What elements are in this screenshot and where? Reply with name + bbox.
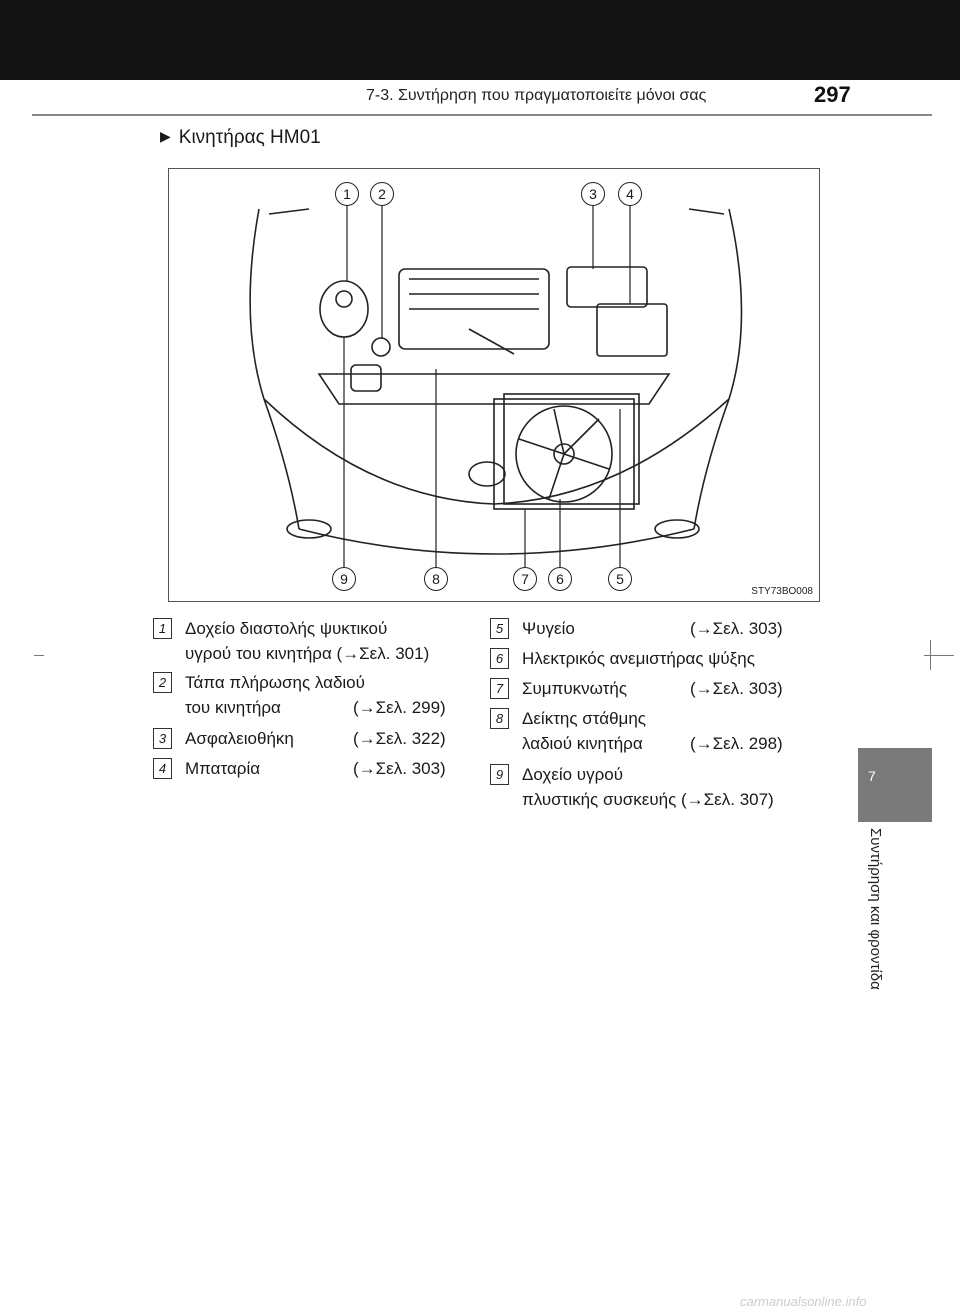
legend-number: 4 xyxy=(153,758,172,779)
legend-number: 7 xyxy=(490,678,509,699)
page-number: 297 xyxy=(814,82,851,107)
callout-9: 9 xyxy=(332,567,356,591)
legend-text-line1: Τάπα πλήρωσης λαδιού xyxy=(185,673,365,692)
legend-text-line1: Μπαταρία xyxy=(185,759,261,778)
chapter-title-vertical: Συντήρηση και φροντίδα xyxy=(867,828,884,990)
callout-4: 4 xyxy=(618,182,642,206)
callout-6: 6 xyxy=(548,567,572,591)
section-title: 7-3. Συντήρηση που πραγματοποιείτε μόνοι… xyxy=(366,87,707,104)
legend-number: 6 xyxy=(490,648,509,669)
legend-page-ref: (→Σελ. 298) xyxy=(690,734,783,753)
crop-mark xyxy=(924,655,954,656)
legend-text-line1: Ηλεκτρικός ανεμιστήρας ψύξης xyxy=(522,649,755,668)
legend-number: 8 xyxy=(490,708,509,729)
legend-text-line2: του κινητήρα xyxy=(185,698,281,717)
legend-page-ref: (→Σελ. 299) xyxy=(353,698,446,717)
legend-number: 2 xyxy=(153,672,172,693)
legend-number: 3 xyxy=(153,728,172,749)
legend-text-line1: Συμπυκνωτής xyxy=(522,679,628,698)
figure-code: STY73BO008 xyxy=(751,586,813,597)
footer-watermark: carmanualsonline.info xyxy=(740,1294,867,1309)
legend-number: 5 xyxy=(490,618,509,639)
header-strip xyxy=(0,80,960,116)
top-dark-band xyxy=(0,0,960,80)
bullet-arrow-icon: ▶ xyxy=(160,128,171,144)
callout-3: 3 xyxy=(581,182,605,206)
callout-7: 7 xyxy=(513,567,537,591)
chapter-tab xyxy=(858,748,932,822)
header-rule xyxy=(32,114,932,116)
legend-text-line1: Ασφαλειοθήκη xyxy=(185,729,294,748)
legend-number: 1 xyxy=(153,618,172,639)
callout-8: 8 xyxy=(424,567,448,591)
callout-1: 1 xyxy=(335,182,359,206)
crop-mark xyxy=(34,655,44,656)
legend-page-ref: (→Σελ. 303) xyxy=(353,759,446,778)
engine-illustration xyxy=(249,204,743,567)
legend-text-line1: Δοχείο διαστολής ψυκτικού xyxy=(185,619,388,638)
callout-2: 2 xyxy=(370,182,394,206)
legend-number: 9 xyxy=(490,764,509,785)
engine-diagram: 1 2 3 4 9 8 7 6 5 STY73BO008 xyxy=(168,168,820,602)
legend-text-line1: Δείκτης στάθμης xyxy=(522,709,646,728)
legend-text-line1: Ψυγείο xyxy=(522,619,575,638)
crop-mark xyxy=(930,640,931,670)
figure-subtitle: ▶ Κινητήρας HM01 xyxy=(160,127,321,149)
legend-text-line2: πλυστικής συσκευής (→Σελ. 307) xyxy=(522,790,774,809)
legend-text-line2: υγρού του κινητήρα (→Σελ. 301) xyxy=(185,644,430,663)
legend-page-ref: (→Σελ. 303) xyxy=(690,619,783,638)
legend-page-ref: (→Σελ. 322) xyxy=(353,729,446,748)
callout-5: 5 xyxy=(608,567,632,591)
chapter-tab-number: 7 xyxy=(868,768,876,784)
subtitle-text: Κινητήρας HM01 xyxy=(178,127,321,148)
legend-text-line1: Δοχείο υγρού xyxy=(522,765,624,784)
legend-page-ref: (→Σελ. 303) xyxy=(690,679,783,698)
legend-text-line2: λαδιού κινητήρα xyxy=(522,734,643,753)
